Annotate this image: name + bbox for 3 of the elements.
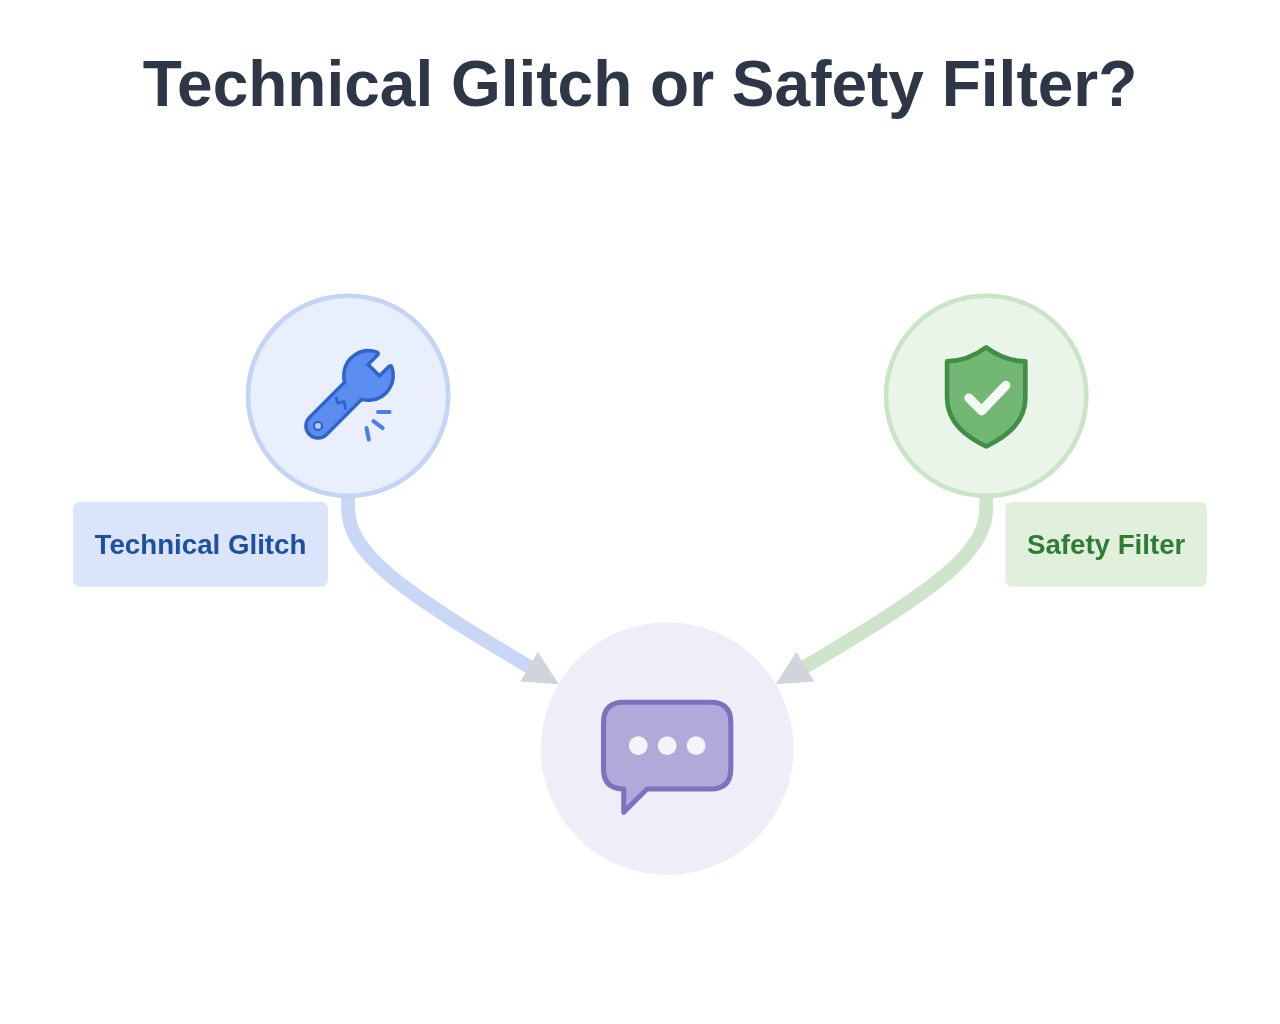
node-circle — [883, 293, 1089, 499]
node-circle — [245, 293, 451, 499]
node-circle — [540, 622, 794, 875]
